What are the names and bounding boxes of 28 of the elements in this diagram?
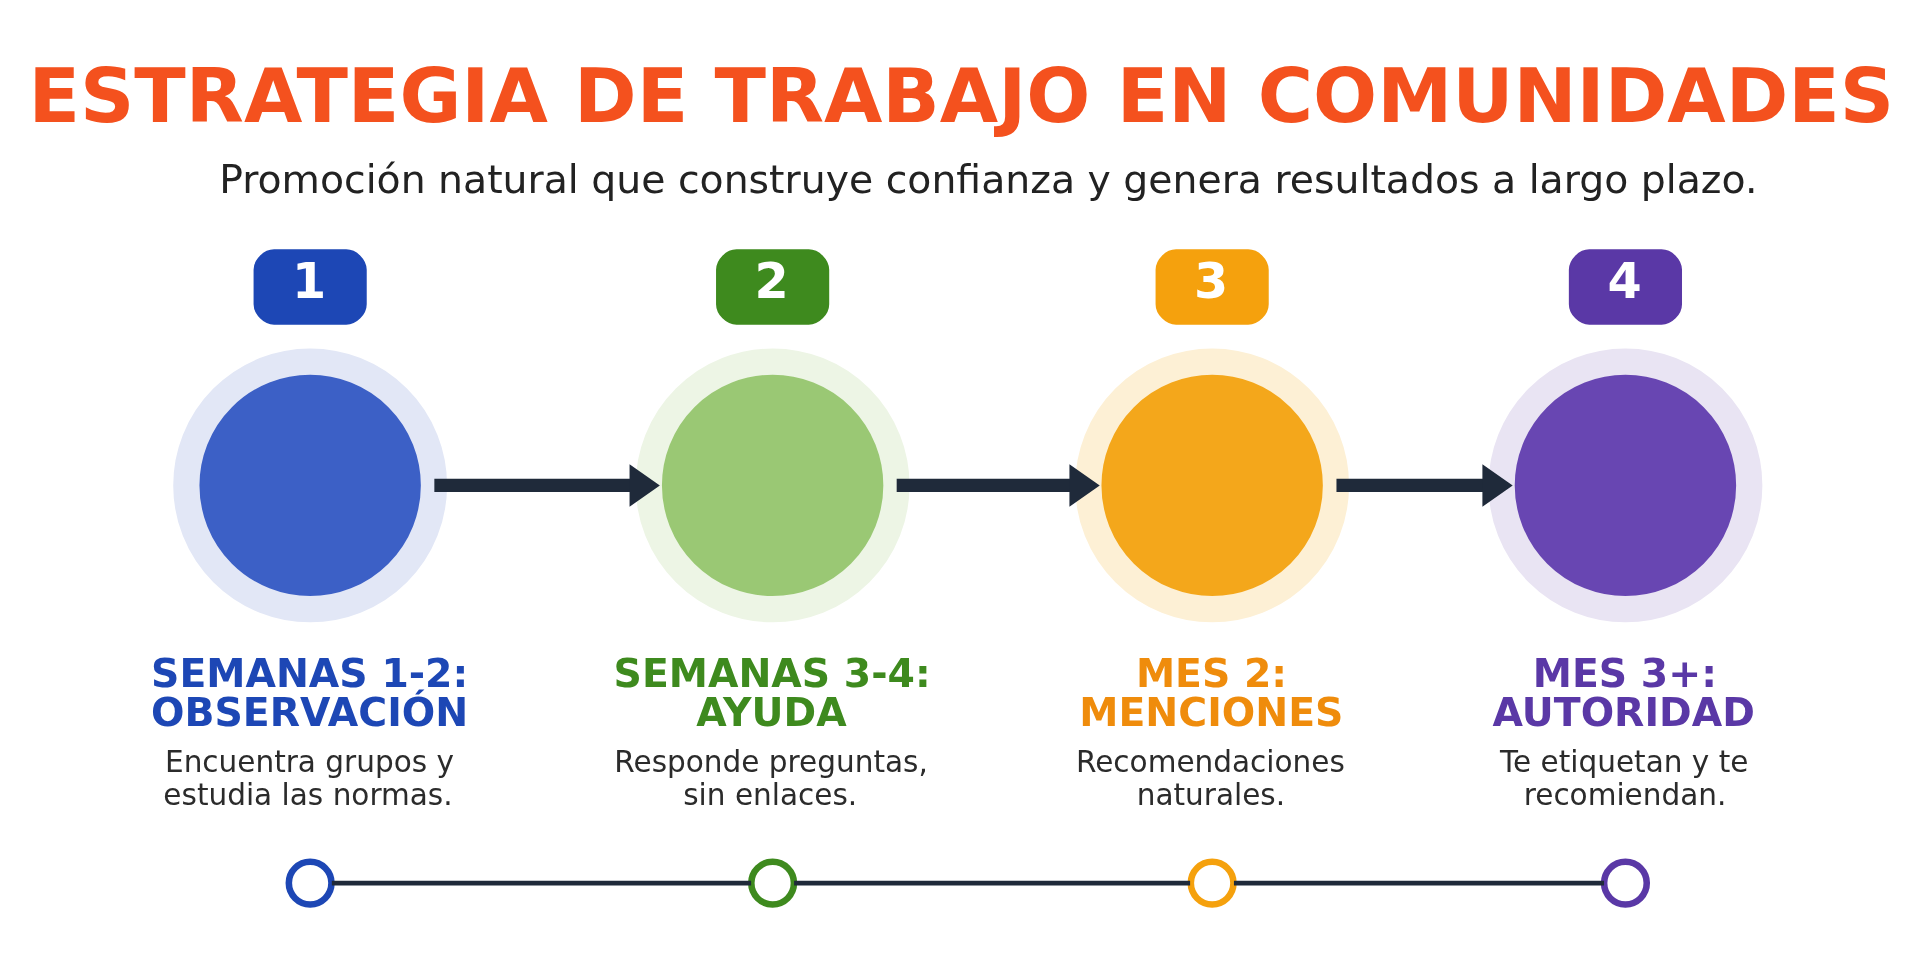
node-label: Recomendaciones naturales. <box>1076 744 1345 812</box>
node-label: Te etiquetan y te recomiendan. <box>1499 744 1749 812</box>
node-circle <box>635 348 910 622</box>
arrow <box>896 463 1100 507</box>
node-circle <box>1488 348 1763 622</box>
node-label: Encuentra grupos y estudia las normas. <box>163 744 454 812</box>
arrow <box>434 463 660 507</box>
node-circle <box>173 348 448 622</box>
label: Promoción natural que construye confianza y genera resultados a largo plazo. <box>219 155 1758 202</box>
node-circle <box>1187 858 1237 908</box>
node-label: Responde preguntas, sin enlaces. <box>614 744 928 812</box>
node-label: SEMANAS 3-4: AYUDA <box>613 649 931 735</box>
node-circle <box>748 858 798 908</box>
node-circle <box>1600 858 1651 908</box>
node-box: 2 <box>716 248 830 325</box>
node-box: 3 <box>1155 248 1269 325</box>
node-label: MES 3+: AUTORIDAD <box>1492 649 1755 735</box>
node-box: 4 <box>1568 248 1682 325</box>
node-label: MES 2: MENCIONES <box>1079 649 1344 735</box>
node-circle <box>285 858 335 908</box>
connector <box>1233 880 1605 886</box>
node-label: SEMANAS 1-2: OBSERVACIÓN <box>151 649 469 735</box>
node-box: 1 <box>253 248 367 325</box>
arrow <box>1336 463 1513 507</box>
node-circle <box>1075 348 1350 622</box>
diagram-title: ESTRATEGIA DE TRABAJO EN COMUNIDADES <box>28 51 1895 140</box>
connector <box>331 880 752 886</box>
connector <box>794 880 1191 886</box>
